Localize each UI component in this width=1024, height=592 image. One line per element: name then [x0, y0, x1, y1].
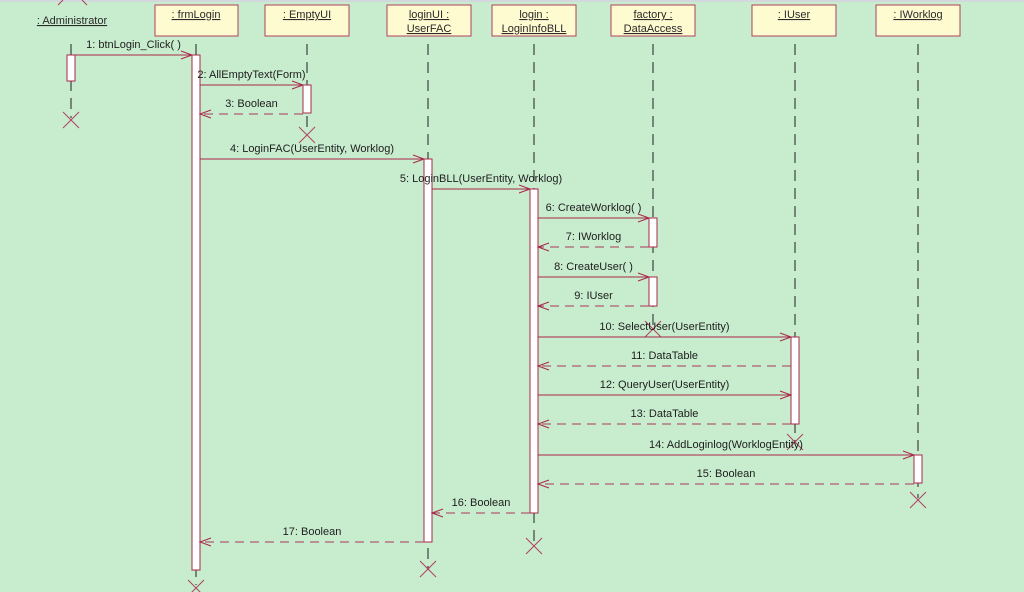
- arrowhead-icon: [637, 272, 651, 282]
- arrowhead-icon: [291, 80, 305, 90]
- object-label-line1: factory :: [633, 9, 672, 21]
- message-label: 15: Boolean: [697, 468, 756, 480]
- message-label: 4: LoginFAC(UserEntity, Worklog): [230, 143, 394, 155]
- actor-icon-left-leg: [57, 0, 64, 6]
- message-6[interactable]: 6: CreateWorklog( ): [538, 202, 651, 223]
- message-label: 2: AllEmptyText(Form): [197, 69, 305, 81]
- object-label: : IUser: [778, 9, 811, 21]
- message-17[interactable]: 17: Boolean: [198, 526, 424, 547]
- destroy-administrator: [62, 111, 80, 129]
- message-12[interactable]: 12: QueryUser(UserEntity): [538, 379, 793, 400]
- arrowhead-icon: [536, 242, 550, 252]
- object-IWorklog[interactable]: : IWorklog: [875, 4, 961, 37]
- arrowhead-icon: [180, 50, 194, 60]
- arrowhead-icon: [902, 450, 916, 460]
- activation-administrator: [66, 54, 76, 82]
- activation-IUser: [790, 336, 800, 425]
- message-label: 12: QueryUser(UserEntity): [600, 379, 730, 391]
- destroy-IWorklog: [909, 491, 927, 509]
- actor-administrator[interactable]: : Administrator: [37, 0, 108, 27]
- message-15[interactable]: 15: Boolean: [536, 468, 914, 489]
- destroy-EmptyUI: [298, 126, 316, 144]
- arrowhead-icon: [198, 109, 212, 119]
- message-10[interactable]: 10: SelectUser(UserEntity): [538, 321, 793, 342]
- message-label: 10: SelectUser(UserEntity): [599, 321, 729, 333]
- object-label: : IWorklog: [893, 9, 942, 21]
- object-label-line1: login :: [519, 9, 548, 21]
- object-label: : EmptyUI: [283, 9, 331, 21]
- object-label-line2: DataAccess: [624, 23, 683, 35]
- object-UserFAC[interactable]: loginUI : UserFAC: [386, 4, 472, 37]
- arrowhead-icon: [198, 537, 212, 547]
- message-3[interactable]: 3: Boolean: [198, 98, 303, 119]
- object-EmptyUI[interactable]: : EmptyUI: [264, 4, 350, 37]
- destroy-UserFAC: [419, 560, 437, 578]
- object-LoginInfoBLL[interactable]: login : LoginInfoBLL: [491, 4, 577, 37]
- arrowhead-icon: [637, 213, 651, 223]
- object-box: [264, 4, 350, 37]
- object-DataAccess[interactable]: factory : DataAccess: [610, 4, 696, 37]
- message-9[interactable]: 9: IUser: [536, 290, 649, 311]
- message-label: 13: DataTable: [631, 408, 699, 420]
- message-label: 1: btnLogin_Click( ): [86, 39, 181, 51]
- activation-DataAccess-1: [648, 217, 658, 248]
- object-label: : frmLogin: [172, 9, 221, 21]
- arrowhead-icon: [779, 332, 793, 342]
- destroy-LoginInfoBLL: [525, 537, 543, 555]
- message-2[interactable]: 2: AllEmptyText(Form): [197, 69, 306, 90]
- message-4[interactable]: 4: LoginFAC(UserEntity, Worklog): [200, 143, 426, 164]
- object-box: [386, 4, 472, 37]
- object-frmLogin[interactable]: : frmLogin: [154, 4, 239, 37]
- arrowhead-icon: [430, 508, 444, 518]
- message-label: 14: AddLoginlog(WorklogEntity): [649, 439, 803, 451]
- message-13[interactable]: 13: DataTable: [536, 408, 791, 429]
- arrowhead-icon: [779, 390, 793, 400]
- arrowhead-icon: [536, 361, 550, 371]
- window-top-border: [0, 0, 1024, 2]
- message-label: 3: Boolean: [225, 98, 278, 110]
- object-IUser[interactable]: : IUser: [751, 4, 837, 37]
- destroy-DataAccess: [644, 320, 662, 338]
- activation-IWorklog: [913, 454, 923, 484]
- actor-label: : Administrator: [37, 15, 108, 27]
- activation-LoginInfoBLL: [529, 188, 539, 514]
- actor-icon-right-leg: [81, 0, 88, 6]
- message-7[interactable]: 7: IWorklog: [536, 231, 649, 252]
- object-label-line2: UserFAC: [407, 23, 452, 35]
- arrowhead-icon: [518, 184, 532, 194]
- message-label: 7: IWorklog: [566, 231, 621, 243]
- message-label: 17: Boolean: [283, 526, 342, 538]
- object-box: [491, 4, 577, 37]
- arrowhead-icon: [536, 419, 550, 429]
- destroy-IUser: [786, 433, 804, 451]
- message-8[interactable]: 8: CreateUser( ): [538, 261, 651, 282]
- message-label: 11: DataTable: [631, 350, 698, 362]
- object-label-line1: loginUI :: [409, 9, 449, 21]
- arrowhead-icon: [412, 154, 426, 164]
- object-label-line2: LoginInfoBLL: [502, 23, 567, 35]
- message-label: 8: CreateUser( ): [554, 261, 633, 273]
- arrowhead-icon: [536, 479, 550, 489]
- message-label: 6: CreateWorklog( ): [546, 202, 642, 214]
- message-11[interactable]: 11: DataTable: [536, 350, 791, 371]
- object-box: [154, 4, 239, 37]
- activation-EmptyUI: [302, 84, 312, 114]
- message-5[interactable]: 5: LoginBLL(UserEntity, Worklog): [400, 173, 562, 194]
- arrowhead-icon: [536, 301, 550, 311]
- message-label: 9: IUser: [574, 290, 613, 302]
- activation-UserFAC: [423, 158, 433, 543]
- message-14[interactable]: 14: AddLoginlog(WorklogEntity): [538, 439, 916, 460]
- message-1[interactable]: 1: btnLogin_Click( ): [75, 39, 194, 60]
- message-label: 16: Boolean: [452, 497, 511, 509]
- message-label: 5: LoginBLL(UserEntity, Worklog): [400, 173, 562, 185]
- object-box: [751, 4, 837, 37]
- message-16[interactable]: 16: Boolean: [430, 497, 530, 518]
- activation-frmLogin: [191, 54, 201, 571]
- object-box: [610, 4, 696, 37]
- object-box: [875, 4, 961, 37]
- messages: 1: btnLogin_Click( ) 2: AllEmptyText(Form…: [75, 39, 916, 547]
- activation-DataAccess-2: [648, 276, 658, 307]
- destroy-frmLogin: [187, 579, 205, 592]
